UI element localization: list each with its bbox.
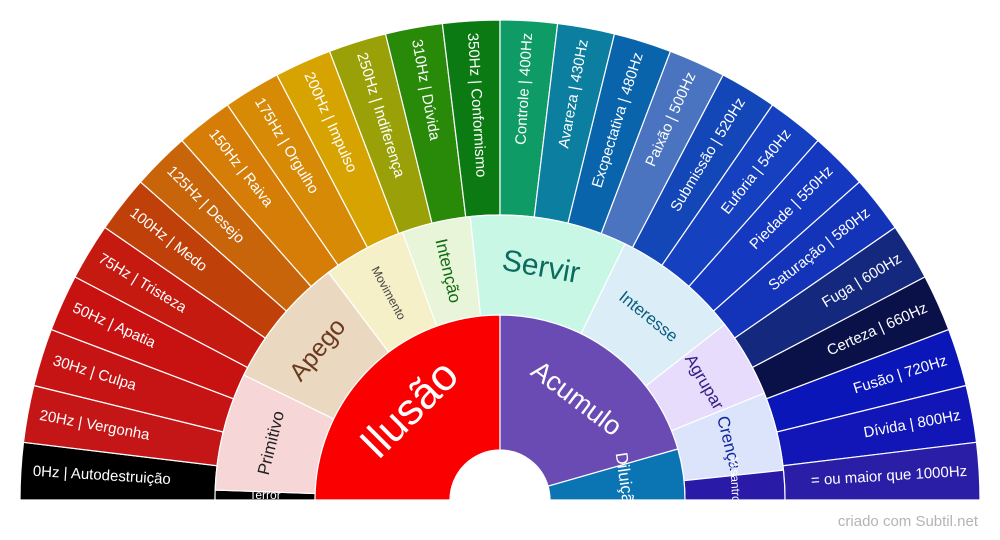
outer-segment-controle-400hz-label: Controle | 400Hz bbox=[512, 32, 536, 145]
credit-text: criado com Subtil.net bbox=[837, 513, 978, 530]
middle-segment-misantropia-label: Misantropia bbox=[727, 456, 744, 519]
center-hole bbox=[450, 450, 550, 540]
